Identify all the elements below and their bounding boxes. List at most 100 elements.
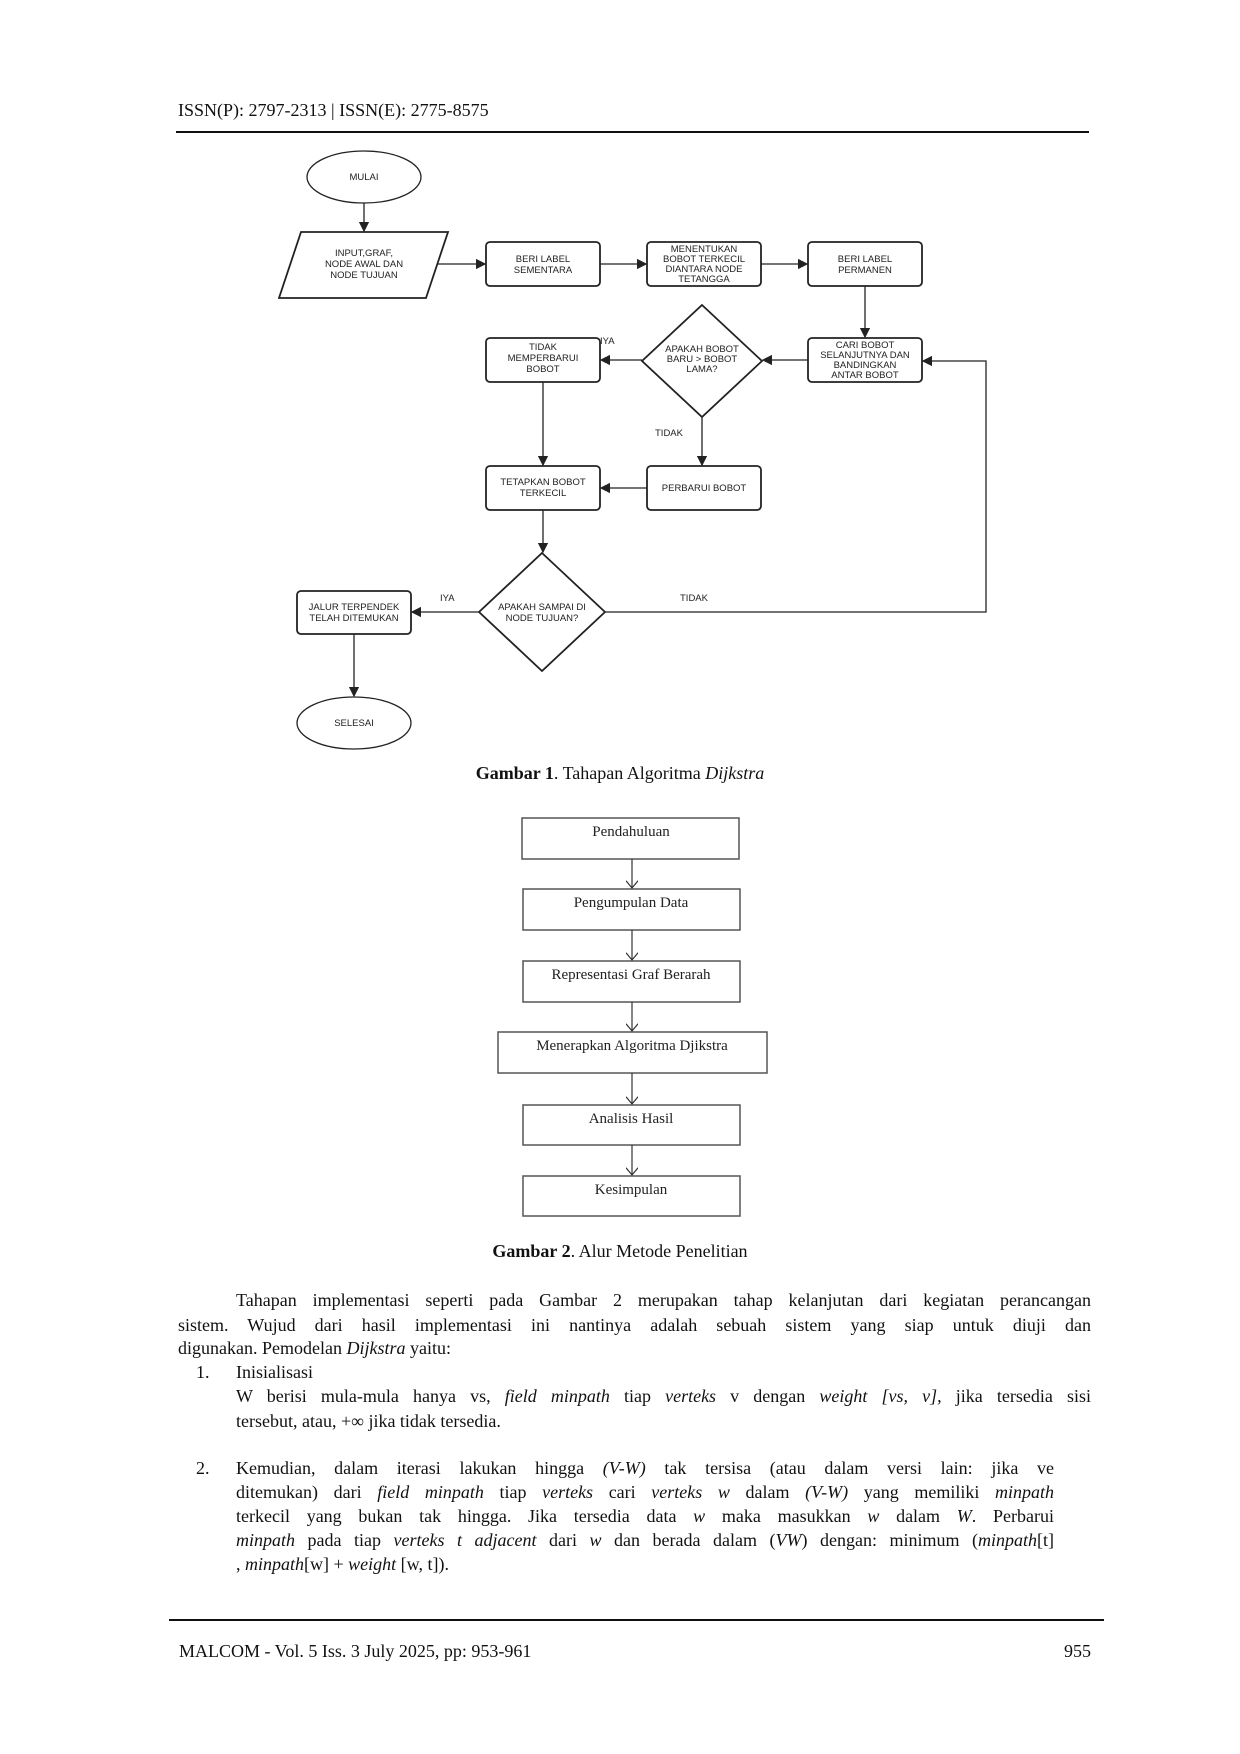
text-segment: dan berada dalam ( [601,1530,776,1550]
yes-label-1: IYA [600,336,615,347]
italic-text: VW [775,1530,802,1550]
step-label-6: Kesimpulan [595,1182,668,1198]
step-box-1 [521,817,740,860]
step-label-2: Pengumpulan Data [574,895,689,911]
page-number: 955 [1064,1641,1091,1661]
italic-text: weight [348,1554,397,1574]
caption-label: Gambar 2 [492,1241,571,1261]
text-segment: Inisialisasi [236,1362,313,1382]
text-segment: tak tersisa (atau dalam versi lain: jika… [645,1458,1054,1478]
text-segment: jika tersedia sisi [941,1386,1091,1406]
step-label-3: Representasi Graf Berarah [551,967,711,983]
input-parallelogram [277,231,450,299]
caption-text: . Tahapan Algoritma [553,763,706,783]
italic-text: (V-W) [805,1482,849,1502]
italic-text: minpath [994,1482,1054,1502]
italic-text: w [589,1530,602,1550]
text-line: Tahapan implementasi seperti pada Gambar… [236,1288,1091,1312]
italic-text: verteks t adjacent [393,1530,537,1550]
italic-text: minpath [977,1530,1037,1550]
text-segment: dari [536,1530,590,1550]
no-label-1: TIDAK [655,428,684,439]
text-segment: tiap [609,1386,666,1406]
header-rule [176,131,1089,133]
text-segment: [t] [1036,1530,1054,1550]
text-segment: dalam [879,1506,957,1526]
text-segment: tersebut, atau, +∞ jika tidak tersedia. [236,1411,501,1431]
step-box-6 [522,1175,741,1217]
italic-text: w [693,1506,706,1526]
text-segment: pada tiap [295,1530,394,1550]
italic-text: verteks [665,1386,717,1406]
step-label-1: Pendahuluan [592,824,670,840]
footer-journal: MALCOM - Vol. 5 Iss. 3 July 2025, pp: 95… [179,1641,532,1661]
step-label-4: Menerapkan Algoritma Djikstra [536,1038,728,1054]
update-text: PERBARUI BOBOT [662,483,747,494]
italic-text: (V-W) [602,1458,646,1478]
text-segment: terkecil yang bukan tak hingga. Jika ter… [236,1506,694,1526]
no-label-2: TIDAK [680,593,709,604]
text-segment: sistem. Wujud dari hasil implementasi in… [178,1315,1091,1335]
step-label-5: Analisis Hasil [589,1111,674,1127]
italic-text: field minpath [504,1386,610,1406]
text-segment: . Perbarui [971,1506,1054,1526]
caption-text: . Alur Metode Penelitian [570,1241,748,1261]
text-line: Kemudian, dalam iterasi lakukan hingga (… [236,1456,1054,1480]
end-label: SELESAI [334,718,374,729]
italic-text: Dijkstra [346,1338,406,1358]
text-segment: yang memiliki [848,1482,995,1502]
figure1-caption: Gambar 1. Tahapan Algoritma Dijkstra [0,763,1240,784]
text-segment: cari [593,1482,652,1502]
decision2-diamond [477,551,607,673]
figure2-flowchart: Pendahuluan Pengumpulan Data Representas… [497,817,768,1217]
text-line: minpath pada tiap verteks t adjacent dar… [236,1528,1054,1552]
text-line: digunakan. Pemodelan Dijkstra yaitu: [178,1336,451,1360]
text-segment: dalam [729,1482,806,1502]
italic-text: field minpath [377,1482,484,1502]
text-segment: ditemukan) dari [236,1482,378,1502]
footer-rule [169,1619,1104,1621]
italic-text: w [867,1506,880,1526]
text-segment: [w] + [304,1554,349,1574]
text-segment: digunakan. Pemodelan [178,1338,347,1358]
text-segment: , [236,1554,245,1574]
text-line: sistem. Wujud dari hasil implementasi in… [178,1313,1091,1337]
italic-text: verteks [542,1482,594,1502]
text-segment: Tahapan implementasi seperti pada Gambar… [236,1290,1091,1310]
italic-text: W [956,1506,972,1526]
text-segment: W berisi mula-mula hanya vs, [236,1386,505,1406]
start-label: MULAI [349,172,378,183]
figure2-caption: Gambar 2. Alur Metode Penelitian [0,1241,1240,1262]
text-segment: maka masukkan [705,1506,868,1526]
text-line: Inisialisasi [236,1360,313,1384]
text-segment: yaitu: [405,1338,451,1358]
journal-issn: ISSN(P): 2797-2313 | ISSN(E): 2775-8575 [178,100,489,120]
text-segment: Kemudian, dalam iterasi lakukan hingga [236,1458,603,1478]
italic-text: verteks w [651,1482,730,1502]
text-segment: v dengan [716,1386,820,1406]
text-line: tersebut, atau, +∞ jika tidak tersedia. [236,1409,501,1433]
text-segment: ) dengan: minimum ( [801,1530,978,1550]
text-line: ditemukan) dari field minpath tiap verte… [236,1480,1054,1504]
connector-arrows [348,203,987,698]
text-line: terkecil yang bukan tak hingga. Jika ter… [236,1504,1054,1528]
caption-italic: Dijkstra [705,763,765,783]
caption-label: Gambar 1 [475,763,554,783]
italic-text: weight [vs, v], [819,1386,942,1406]
list-number: 2. [196,1458,210,1478]
list-number: 1. [196,1362,210,1382]
italic-text: minpath [245,1554,305,1574]
yes-label-2: IYA [440,593,455,604]
text-segment: [w, t]). [396,1554,449,1574]
italic-text: minpath [236,1530,296,1550]
